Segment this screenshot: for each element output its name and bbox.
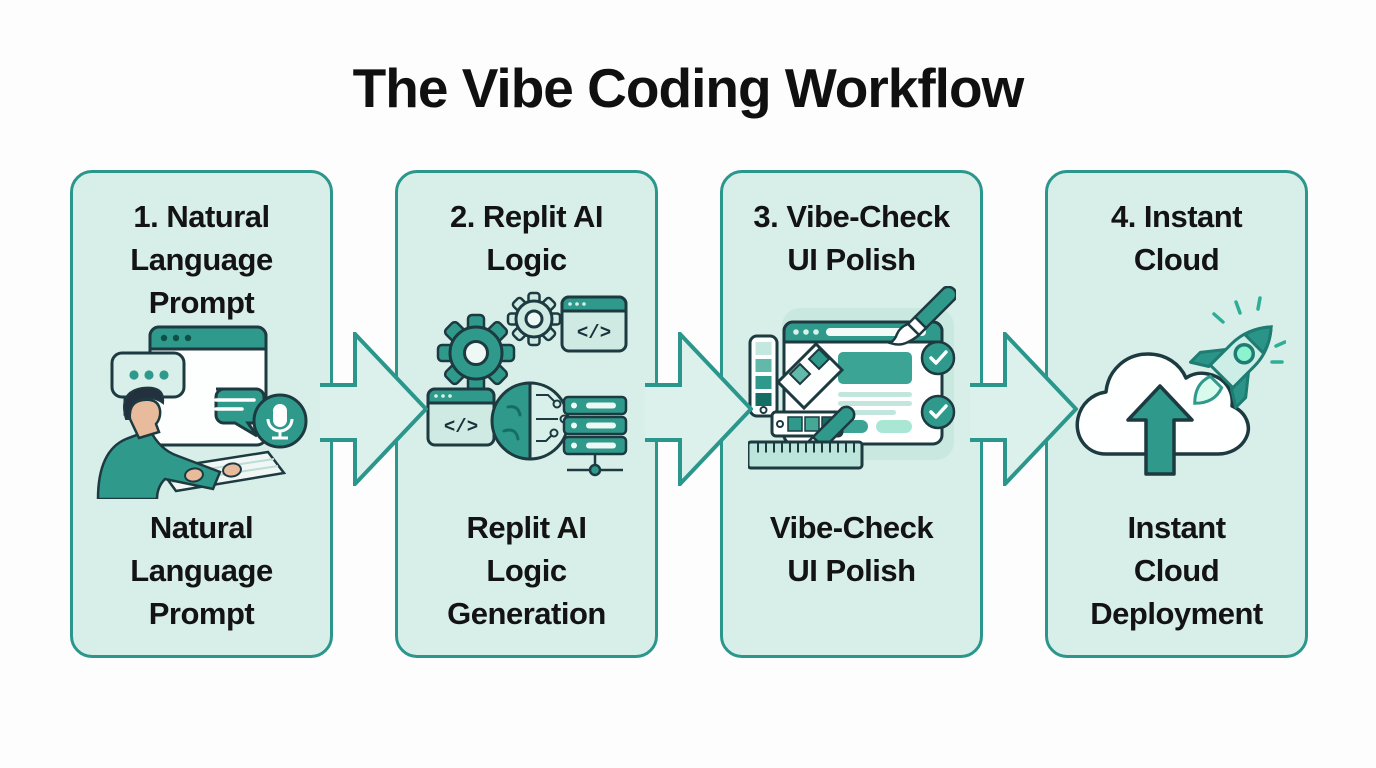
code-window-icon: </>: [426, 387, 495, 447]
person-typing-chat-prompt-icon: [96, 325, 307, 499]
ruler-icon: [747, 440, 863, 470]
code-window-icon: </>: [560, 295, 627, 353]
cloud-upload-rocket-icon: [1074, 296, 1286, 476]
step-box-3: 3. Vibe-Check UI Polish: [720, 170, 983, 658]
gear-large-icon: [436, 313, 515, 393]
step-box-1: 1. Natural Language Prompt: [70, 170, 333, 658]
page-title: The Vibe Coding Workflow: [352, 57, 1025, 119]
arrow-right-icon: [320, 332, 428, 486]
checkmark-badge-icon: [920, 340, 955, 376]
browser-paintbrush-palette-checks-icon: [747, 286, 956, 470]
gear-small-icon: [506, 291, 561, 347]
step-2-heading: 2. Replit AI Logic: [449, 199, 604, 277]
step-4-illustration: [1048, 296, 1305, 478]
code-glyph: </>: [443, 416, 477, 438]
step-4-label: Instant Cloud Deployment: [1090, 510, 1263, 631]
person-typing-icon: [96, 386, 286, 499]
gears-brain-code-servers-icon: </> </>: [426, 291, 627, 477]
step-4-heading: 4. Instant Cloud: [1110, 199, 1243, 277]
step-1-illustration: [73, 325, 330, 499]
flow-arrow-2: [645, 332, 753, 486]
code-glyph: </>: [576, 322, 610, 344]
step-1-heading: 1. Natural Language Prompt: [130, 199, 273, 320]
step-3-label: Vibe-Check UI Polish: [769, 510, 934, 588]
sparkle-lines-icon: [1211, 296, 1286, 364]
arrow-right-icon: [645, 332, 753, 486]
server-stack-icon: [562, 395, 627, 477]
step-box-2: 2. Replit AI Logic: [395, 170, 658, 658]
step-3-heading: 3. Vibe-Check UI Polish: [753, 199, 950, 277]
step-2-label: Replit AI Logic Generation: [447, 510, 606, 631]
microphone-icon: [252, 393, 307, 449]
step-box-4: 4. Instant Cloud: [1045, 170, 1308, 658]
flow-arrow-3: [970, 332, 1078, 486]
step-3-illustration: [723, 286, 980, 470]
step-1-label: Natural Language Prompt: [130, 510, 273, 631]
upload-arrow-icon: [1125, 384, 1194, 476]
flow-arrow-1: [320, 332, 428, 486]
rocket-icon: [1188, 325, 1273, 409]
checkmark-badge-icon: [920, 394, 955, 430]
step-2-illustration: </> </>: [398, 291, 655, 493]
ai-brain-icon: [490, 381, 569, 461]
arrow-right-icon: [970, 332, 1078, 486]
hero-block: [837, 352, 912, 384]
